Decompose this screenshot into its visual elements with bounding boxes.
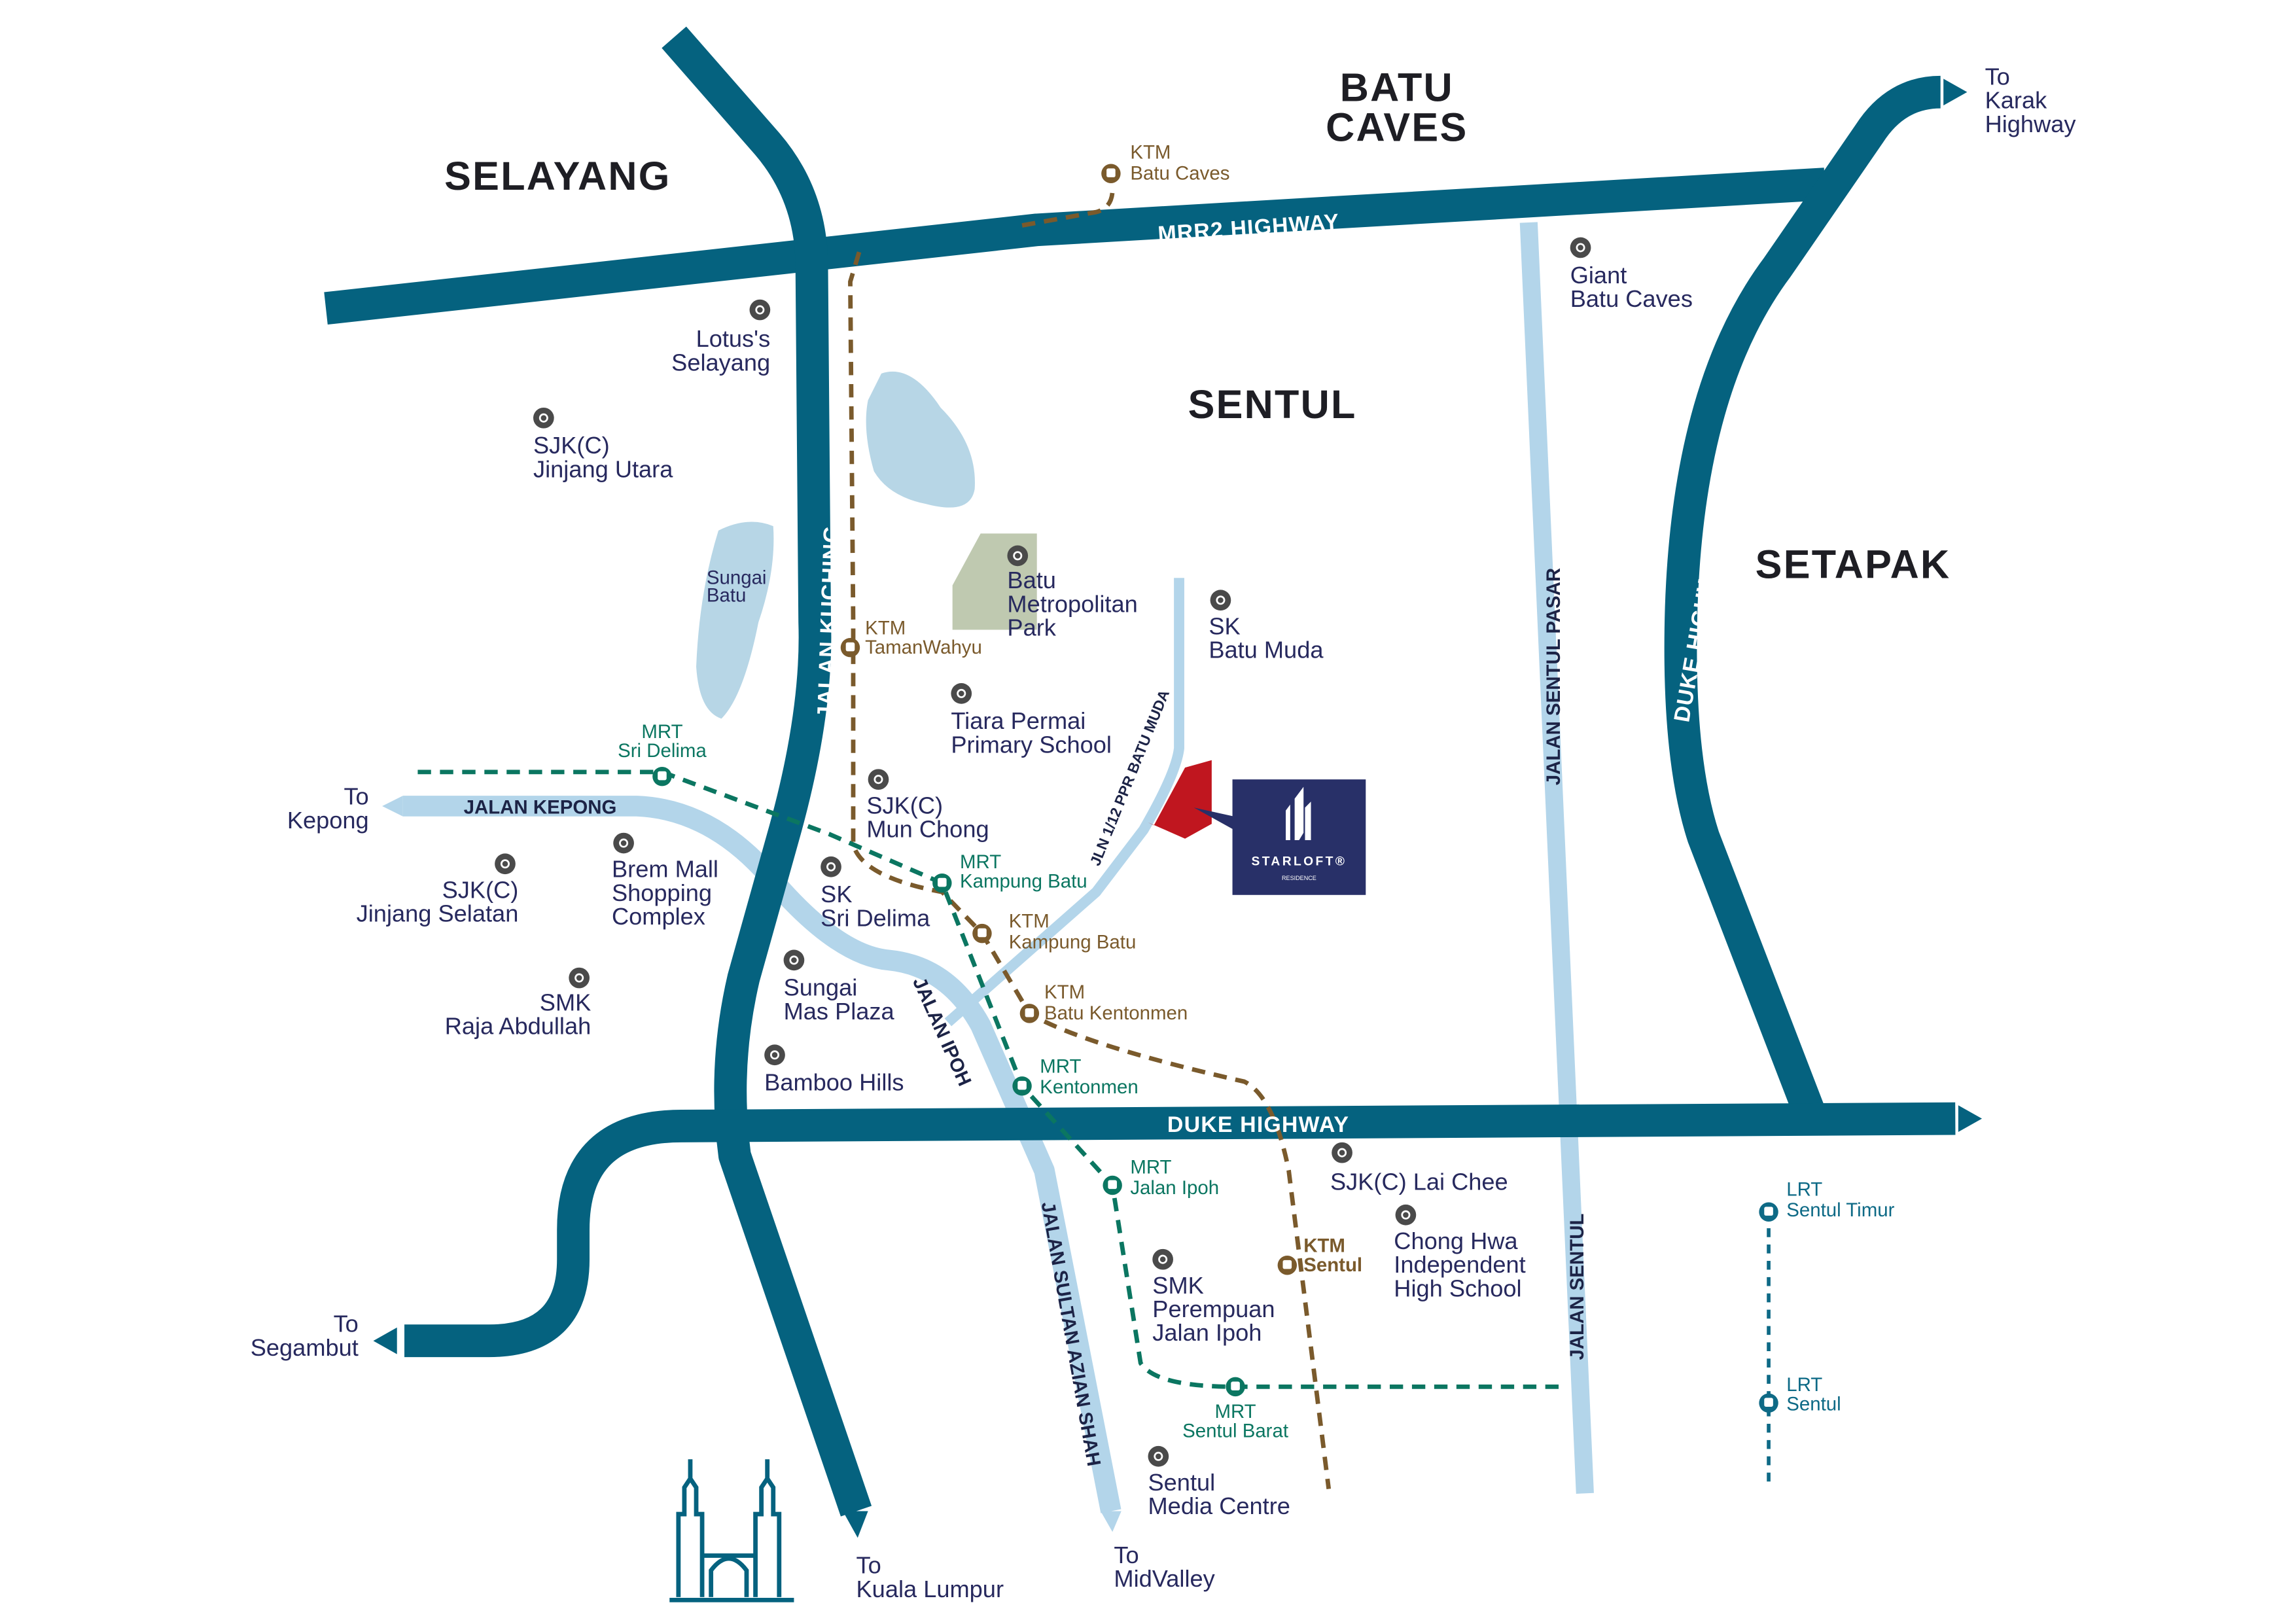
petronas-towers-icon	[669, 1459, 794, 1602]
tree-icon	[1006, 544, 1029, 567]
label-jalan-kepong: JALAN KEPONG	[464, 796, 617, 818]
arrow-to-kepong	[382, 796, 403, 817]
area-setapak: SETAPAK	[1756, 542, 1951, 586]
ktm-station-icon	[1101, 164, 1121, 183]
shopping-cart-icon	[783, 949, 805, 972]
area-sentul: SENTUL	[1188, 382, 1357, 427]
label-jalan-sultan-azlan-shah: JALAN SULTAN AZIAN SHAH	[1037, 1200, 1105, 1468]
lrt-station-icon	[1759, 1393, 1778, 1413]
arrow-duke-east	[1958, 1105, 1983, 1132]
shopping-cart-icon	[749, 298, 771, 321]
ktm-station-icon	[1019, 1004, 1040, 1023]
school-icon	[819, 855, 843, 878]
road-jalan-kepong-ipoh	[402, 796, 1122, 1513]
school-icon	[1394, 1203, 1417, 1226]
mrt-station-icon	[1226, 1377, 1245, 1397]
poi-bamboo-hills: Bamboo Hills	[764, 1069, 904, 1096]
school-icon	[950, 682, 973, 705]
shopping-cart-icon	[1569, 236, 1592, 259]
ktm-station-icon	[1277, 1256, 1298, 1275]
school-icon	[493, 853, 517, 875]
arrow-to-midvalley	[1101, 1511, 1122, 1532]
school-icon	[1151, 1248, 1174, 1271]
label-duke-highway: DUKE HIGHWAY	[1167, 1112, 1349, 1137]
school-icon	[1330, 1141, 1354, 1164]
road-mrr2-highway	[324, 168, 1826, 325]
poi-jinjang-selatan: SJK(C)Jinjang Selatan	[357, 876, 519, 927]
road-jalan-kuching	[662, 26, 872, 1517]
ktm-line	[848, 185, 1332, 1490]
label-jalan-sentul-pasar: JALAN SENTUL PASAR	[1543, 568, 1564, 785]
road-duke-highway-north	[1664, 75, 1941, 1120]
starloft-site-marker	[1148, 760, 1212, 839]
lrt-station-icon	[1759, 1202, 1778, 1222]
starloft-sub: RESIDENCE	[1282, 875, 1316, 881]
road-jalan-batu-muda	[944, 578, 1184, 1027]
ktm-station-icon	[972, 923, 992, 944]
poi-jinjang-utara: SJK(C)Jinjang Utara	[533, 432, 673, 482]
road-jalan-sentul-pasar	[1519, 222, 1594, 1494]
poi-mun-chong: SJK(C)Mun Chong	[866, 792, 989, 842]
arrow-to-segambut	[373, 1327, 397, 1354]
school-icon	[532, 406, 556, 430]
diamond-icon	[1147, 1445, 1170, 1468]
label-jalan-sentul: JALAN SENTUL	[1566, 1214, 1588, 1360]
arrow-to-karak	[1943, 79, 1968, 106]
ktm-station-icon	[840, 637, 860, 658]
starloft-brand: STARLOFT®	[1251, 855, 1347, 868]
shopping-cart-icon	[612, 832, 635, 855]
school-icon	[867, 768, 890, 791]
road-duke-highway	[404, 1102, 1956, 1358]
lake-sungai-batu	[696, 521, 774, 719]
starloft-logo: STARLOFT® RESIDENCE	[1232, 779, 1366, 895]
mrt-station-icon	[1012, 1076, 1032, 1096]
mrt-station-icon	[932, 873, 952, 893]
arrow-to-kuala-lumpur	[843, 1511, 868, 1538]
mrt-station-icon	[652, 766, 672, 786]
mrt-station-icon	[1103, 1175, 1122, 1195]
tree-icon	[763, 1044, 786, 1067]
poi-lai-chee: SJK(C) Lai Chee	[1330, 1168, 1508, 1195]
school-icon	[1209, 589, 1232, 612]
area-selayang: SELAYANG	[444, 154, 671, 198]
starloft-logo-mark	[1286, 786, 1311, 841]
lake-north	[866, 371, 975, 508]
school-icon	[567, 966, 591, 989]
mrt-line	[417, 769, 1566, 1389]
